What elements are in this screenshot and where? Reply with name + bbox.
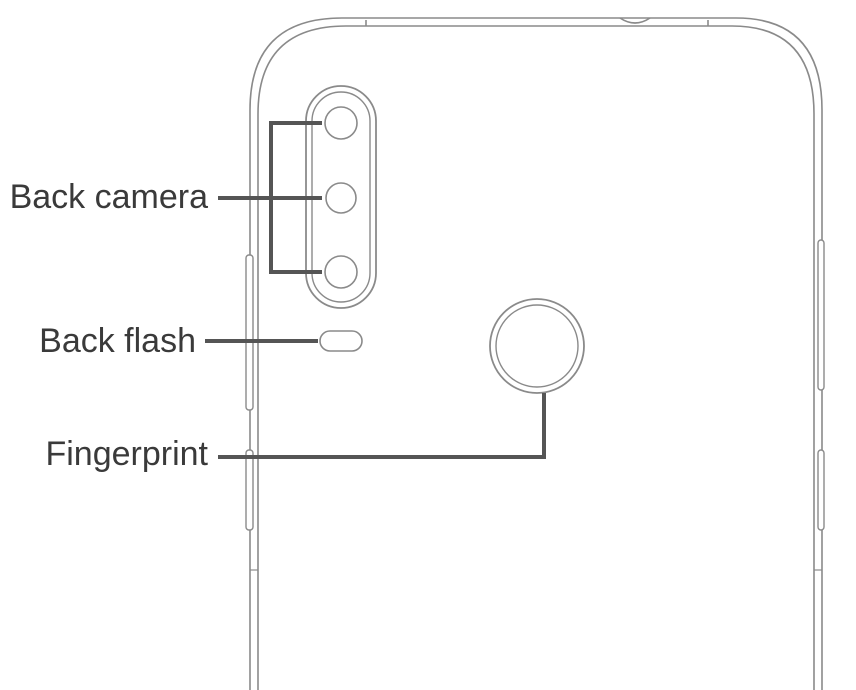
camera-lens-middle [325,182,357,214]
top-notch [619,17,651,24]
side-buttons-right [817,239,825,531]
callout-fingerprint [218,393,546,459]
callout-back-camera [218,121,322,274]
back-flash-label: Back flash [39,322,196,360]
phone-body [249,17,823,690]
fingerprint-sensor-icon [489,298,585,394]
camera-lens-top [324,106,358,140]
camera-lens-bottom [324,255,358,289]
back-camera-label: Back camera [9,178,208,216]
side-buttons-left [245,254,254,531]
fingerprint-label: Fingerprint [45,435,208,473]
flash-icon [319,330,363,352]
